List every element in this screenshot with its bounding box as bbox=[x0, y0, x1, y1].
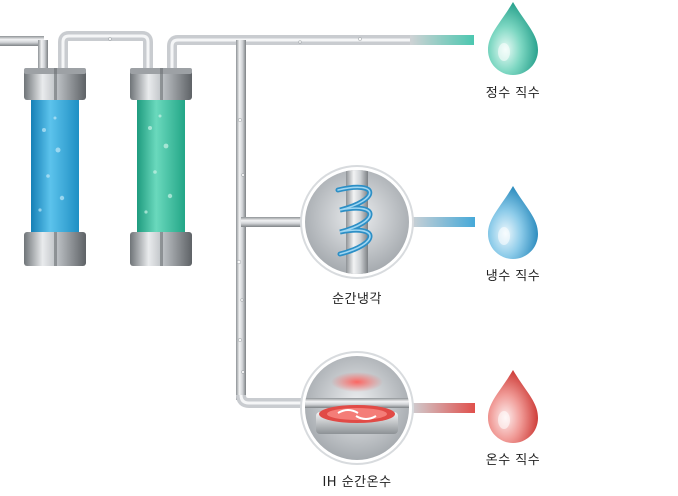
inlet-pipe bbox=[0, 36, 44, 46]
filter1-inlet-pipe bbox=[38, 40, 48, 70]
purified-water-label: 정수 직수 bbox=[485, 86, 541, 101]
hot-outlet-pipe bbox=[409, 403, 475, 413]
cold-water-drop-icon bbox=[488, 186, 538, 259]
ih-instant-heating-label: IH 순간온수 bbox=[322, 475, 392, 490]
cooling-branch-pipe bbox=[241, 217, 305, 227]
pipe-network bbox=[0, 31, 475, 413]
instant-cooling-label: 순간냉각 bbox=[332, 292, 382, 307]
instant-cooling-module bbox=[300, 165, 414, 279]
hot-water-label: 온수 직수 bbox=[485, 453, 541, 468]
filter-cartridge-2 bbox=[130, 68, 192, 266]
filter2-outlet-pipe bbox=[167, 35, 420, 70]
filter-cartridge-1 bbox=[24, 68, 86, 266]
cold-water-label: 냉수 직수 bbox=[485, 269, 541, 284]
ih-instant-heating-module bbox=[300, 351, 414, 465]
hot-water-drop-icon bbox=[488, 370, 538, 443]
filter1-to-filter2-pipe bbox=[58, 31, 153, 70]
purified-water-drop-icon bbox=[488, 2, 538, 75]
cold-outlet-pipe bbox=[409, 217, 475, 227]
purified-outlet-pipe bbox=[410, 35, 474, 45]
